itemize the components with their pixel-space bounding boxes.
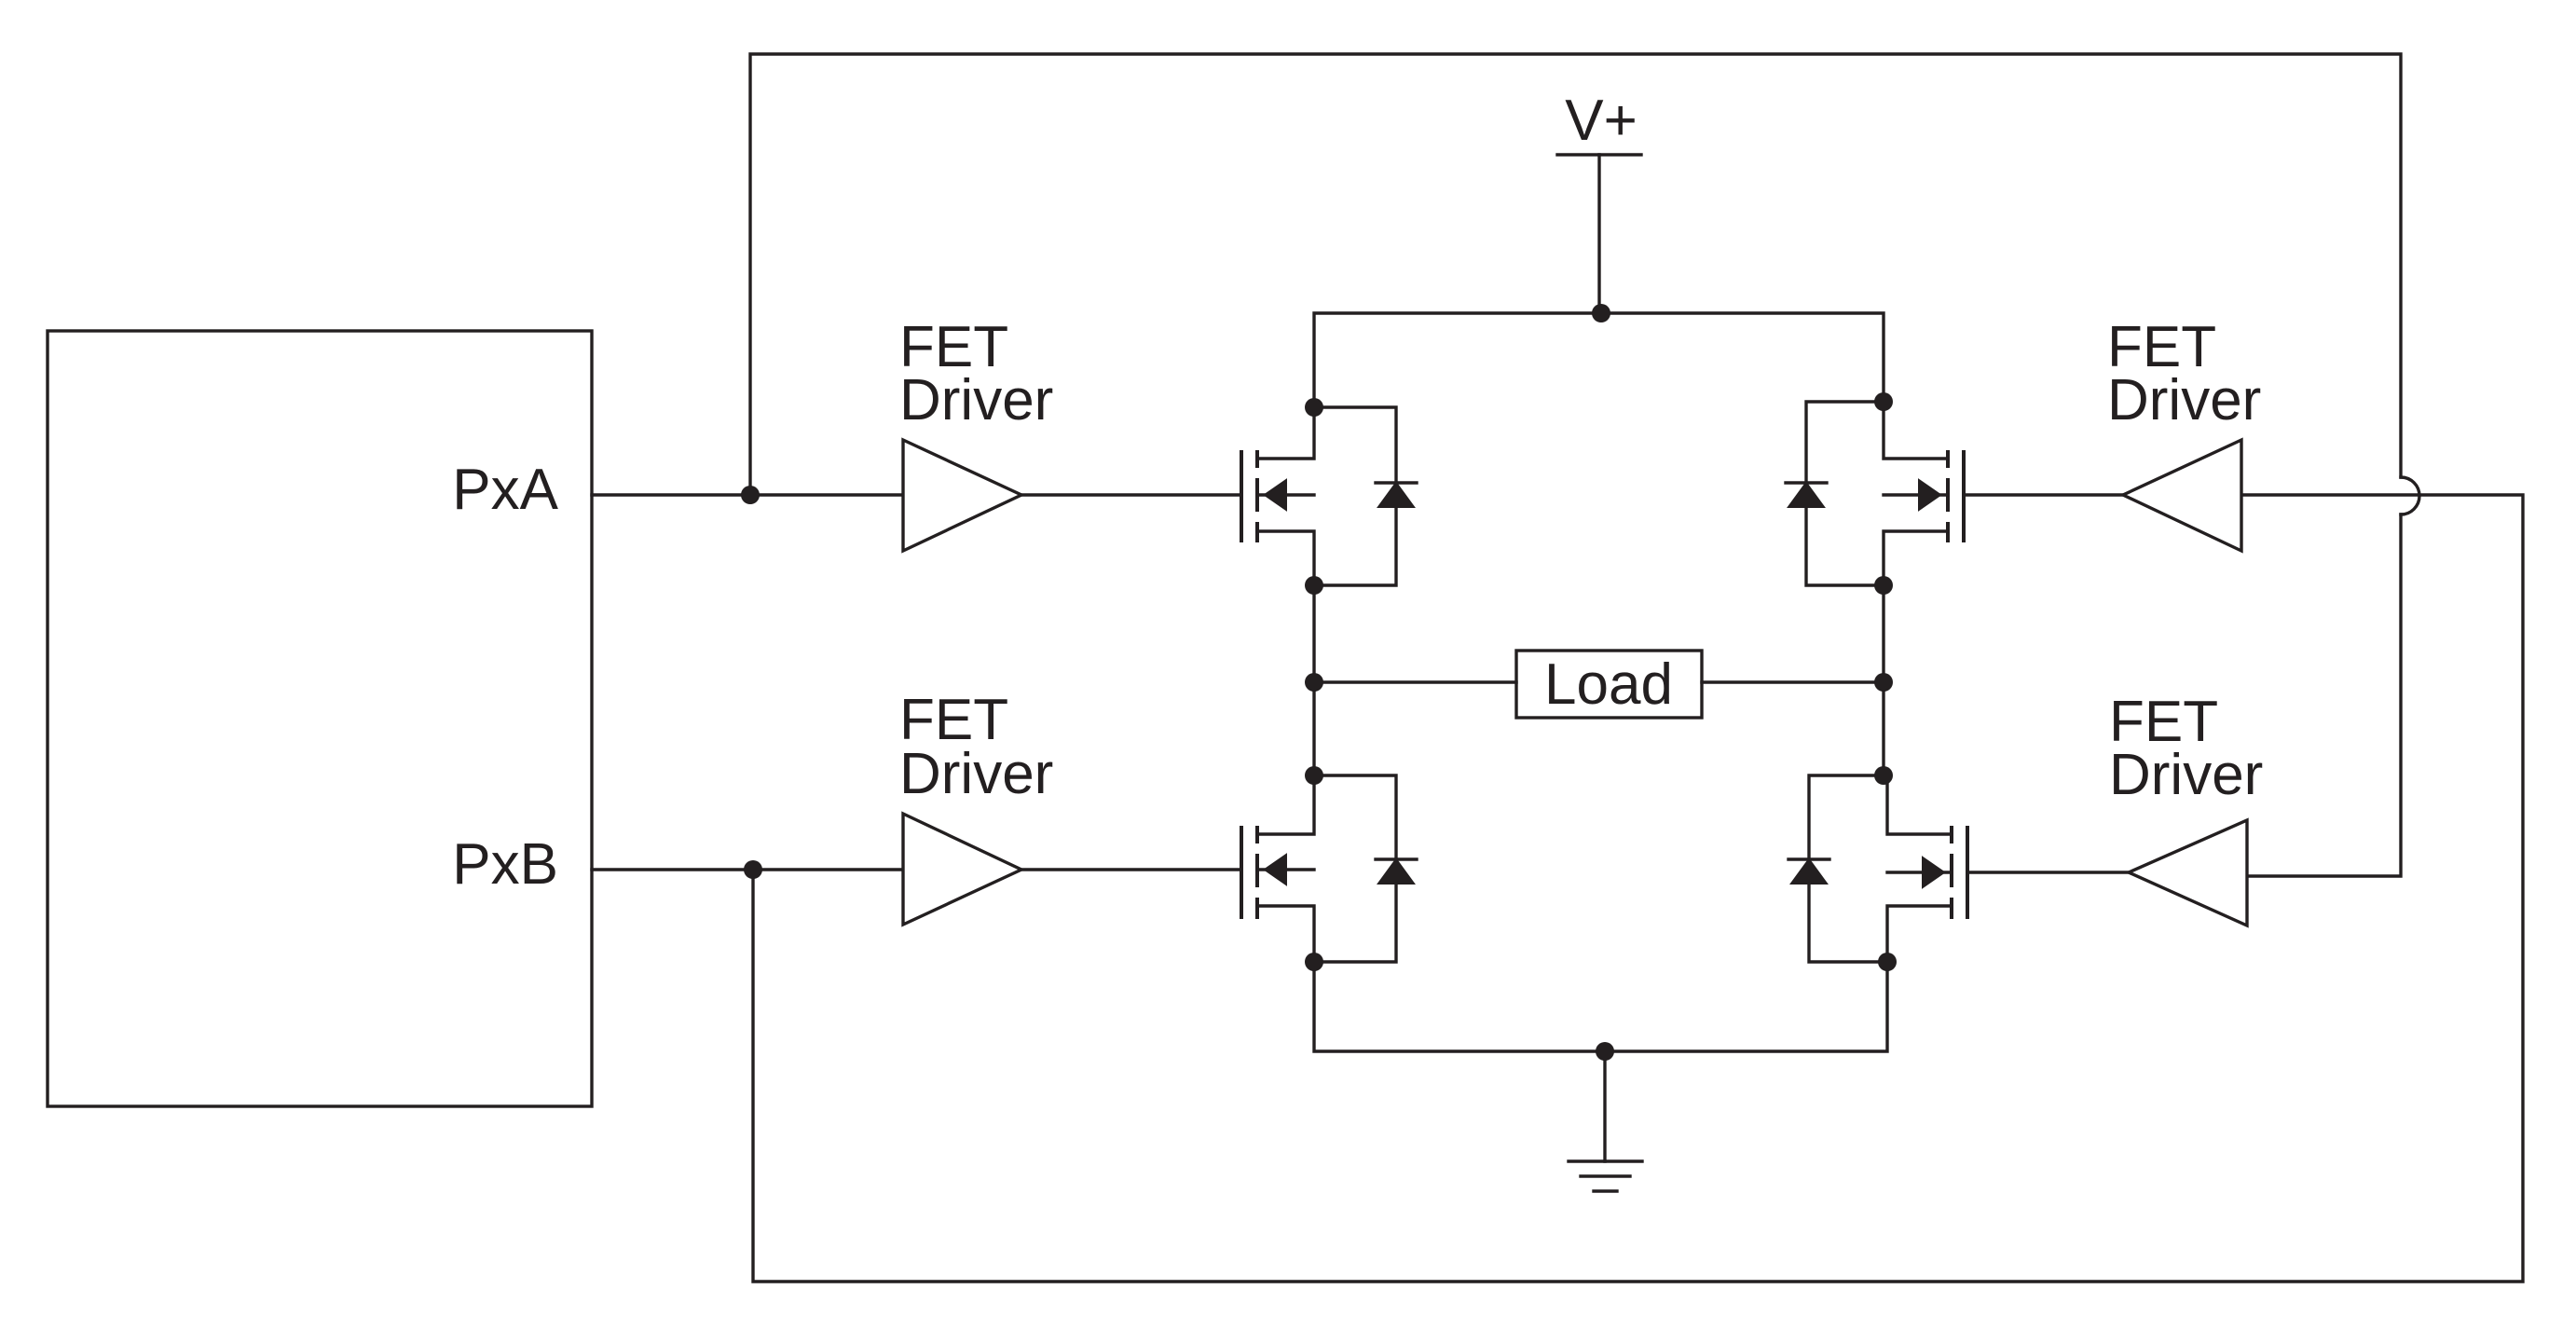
bottom-rail [1312, 960, 1889, 1053]
drain-lead [1255, 405, 1316, 460]
mosfet-top-right [1784, 392, 1966, 595]
source-lead [1255, 904, 1316, 964]
right-bus-dot [1874, 673, 1893, 692]
driver-bottom-right-label-line2: Driver [2109, 743, 2263, 807]
drain-dot [1874, 766, 1893, 785]
source-lead [1885, 904, 1953, 964]
mosfet-top-left [1240, 398, 1418, 595]
pxb-junction-dot [744, 860, 762, 879]
source-lead [1255, 529, 1316, 587]
load-label: Load [1544, 652, 1673, 717]
pxb-loop-wire [751, 493, 2525, 1283]
top-rail [1312, 311, 1885, 409]
driver-bottom-right-triangle [2124, 817, 2249, 928]
load-box [1514, 649, 1704, 720]
driver-top-left-label-line1: FET [899, 315, 1008, 379]
body-arrow-icon [1263, 478, 1287, 512]
drain-dot [1305, 766, 1323, 785]
pxa-loop-wire [748, 52, 2403, 497]
diode-loop [1807, 774, 1889, 964]
ground-rail [1312, 960, 1889, 1193]
drain-lead [1255, 774, 1316, 836]
diode-loop [1804, 400, 1885, 587]
supply-junction-dot [1592, 304, 1610, 322]
driver-top-left-label-line2: Driver [899, 368, 1053, 432]
source-dot [1878, 953, 1897, 971]
drain-lead [1885, 774, 1953, 836]
driver-bottom-left-triangle [901, 811, 1026, 927]
source-dot [1874, 576, 1893, 595]
driver-top-left-triangle [901, 437, 1026, 554]
microcontroller-outline [46, 329, 594, 1108]
fet-driver-bottom-left: FET Driver [899, 688, 1243, 927]
load-bus: Load [1305, 583, 1893, 777]
diode-icon [1787, 481, 1826, 508]
pxa-junction-dot [741, 486, 760, 504]
body-arrow-icon [1918, 478, 1942, 512]
ground-junction-dot [1596, 1042, 1614, 1061]
drain-dot [1874, 392, 1893, 411]
body-arrow-icon [1263, 853, 1287, 886]
diode-icon [1377, 857, 1416, 885]
driver-bottom-left-label-line1: FET [899, 688, 1008, 752]
drain-dot [1305, 398, 1323, 417]
body-arrow-icon [1922, 856, 1946, 889]
driver-top-right-label-line1: FET [2107, 315, 2216, 379]
source-dot [1305, 953, 1323, 971]
pin-a-label: PxA [452, 458, 558, 522]
microcontroller-block: PxA PxB [46, 329, 594, 1108]
diode-loop [1312, 405, 1398, 587]
pin-b-label: PxB [452, 832, 558, 897]
supply-label: V+ [1565, 89, 1637, 153]
signal-wires [590, 52, 2525, 1283]
pxa-to-right-bottom-driver [2245, 513, 2403, 878]
mosfet-bottom-left [1240, 766, 1418, 971]
driver-top-right-triangle [2118, 437, 2243, 554]
diode-icon [1377, 481, 1416, 508]
driver-top-right-label-line2: Driver [2107, 368, 2261, 432]
diode-icon [1789, 857, 1829, 885]
mosfet-bottom-right [1787, 766, 1969, 971]
fet-driver-top-right: FET Driver [1962, 315, 2261, 554]
fet-driver-bottom-right: FET Driver [1966, 690, 2263, 928]
source-dot [1305, 576, 1323, 595]
drain-lead [1882, 400, 1950, 460]
diode-loop [1312, 774, 1398, 964]
source-lead [1882, 529, 1950, 587]
driver-bottom-right-label-line1: FET [2109, 690, 2218, 754]
supply-rail: V+ [1312, 89, 1885, 409]
left-bus-dot [1305, 673, 1323, 692]
fet-driver-top-left: FET Driver [899, 315, 1243, 554]
driver-bottom-left-label-line2: Driver [899, 742, 1053, 806]
